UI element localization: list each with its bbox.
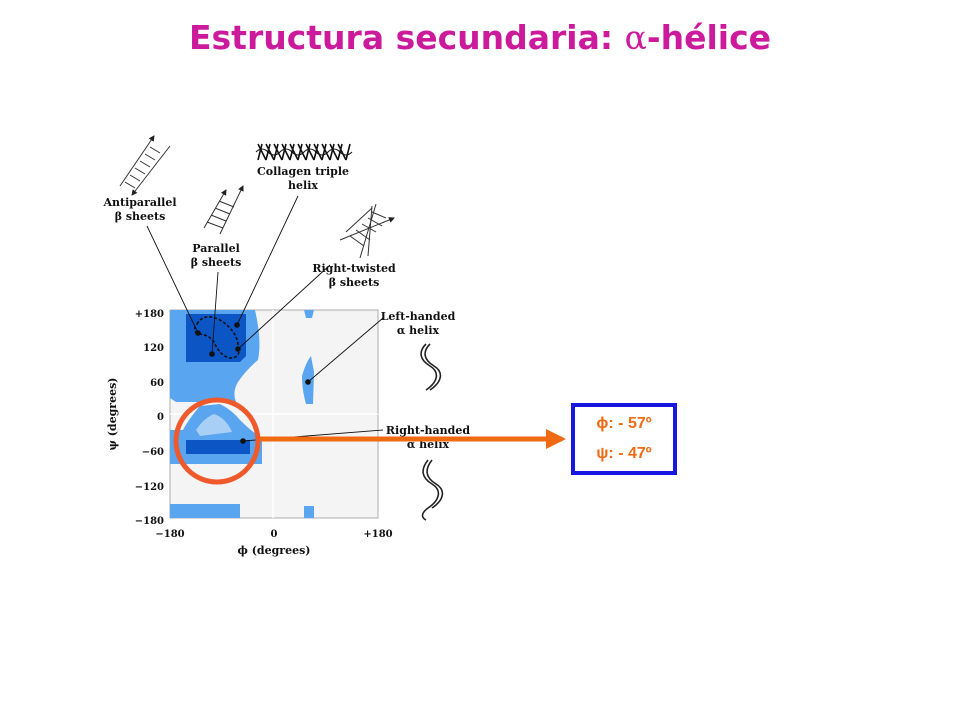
label-parallel-1: Parallel [192,242,240,255]
ytick-label: −60 [142,447,164,458]
leader-right-twisted [237,264,331,350]
ytick-label: +180 [135,309,164,320]
xtick-label: +180 [363,529,392,540]
alpha-region-pale [196,414,232,436]
x-axis-label: ϕ (degrees) [238,544,311,557]
label-left-handed-2: α helix [397,324,440,337]
ytick-label: 60 [150,378,164,389]
right-handed-helix-icon [421,459,444,521]
psi-value: ψ: - 47º [596,445,652,462]
label-collagen-1: Collagen triple [257,165,349,178]
y-axis-label: ψ (degrees) [106,378,119,451]
dihedral-angles-box: ϕ: - 57º ψ: - 47º [571,403,677,475]
bottom-edge-region-light [170,504,240,518]
leader-antiparallel [146,225,199,334]
label-right-twisted-1: Right-twisted [312,262,396,275]
ytick-label: −120 [135,482,164,493]
parallel-sheet-icon [203,185,244,235]
title-prefix: Estructura secundaria: [188,18,625,57]
slide-title: Estructura secundaria: α-hélice [0,18,960,57]
leader-parallel [211,271,219,355]
alpha-helix-highlight-circle [173,397,261,485]
title-suffix: -hélice [646,18,772,57]
bottom-edge-region-right [304,506,314,518]
title-greek: α [624,18,647,57]
xtick-label: 0 [271,529,278,540]
label-left-handed-1: Left-handed [381,310,456,323]
ytick-label: 0 [157,412,164,423]
ytick-label: −180 [135,516,164,527]
beta-dashed-loop [193,316,240,359]
phi-value: ϕ: - 57º [596,415,652,432]
xtick-label: −180 [155,529,184,540]
alpha-region-dark [186,440,250,454]
antiparallel-sheet-icon [119,135,171,196]
label-parallel-2: β sheets [191,256,242,269]
label-collagen-2: helix [288,179,318,192]
left-handed-helix-icon [420,343,442,391]
top-edge-region-light [304,310,314,318]
leader-left-handed [307,317,384,383]
label-antiparallel-1: Antiparallel [102,196,176,209]
right-twisted-sheet-icon [339,203,395,259]
leader-collagen [236,195,299,326]
label-right-handed-1: Right-handed [386,424,470,437]
collagen-helix-icon [255,143,353,161]
label-antiparallel-2: β sheets [115,210,166,223]
label-right-twisted-2: β sheets [329,276,380,289]
beta-region-dark [186,314,246,362]
ytick-label: 120 [143,343,164,354]
